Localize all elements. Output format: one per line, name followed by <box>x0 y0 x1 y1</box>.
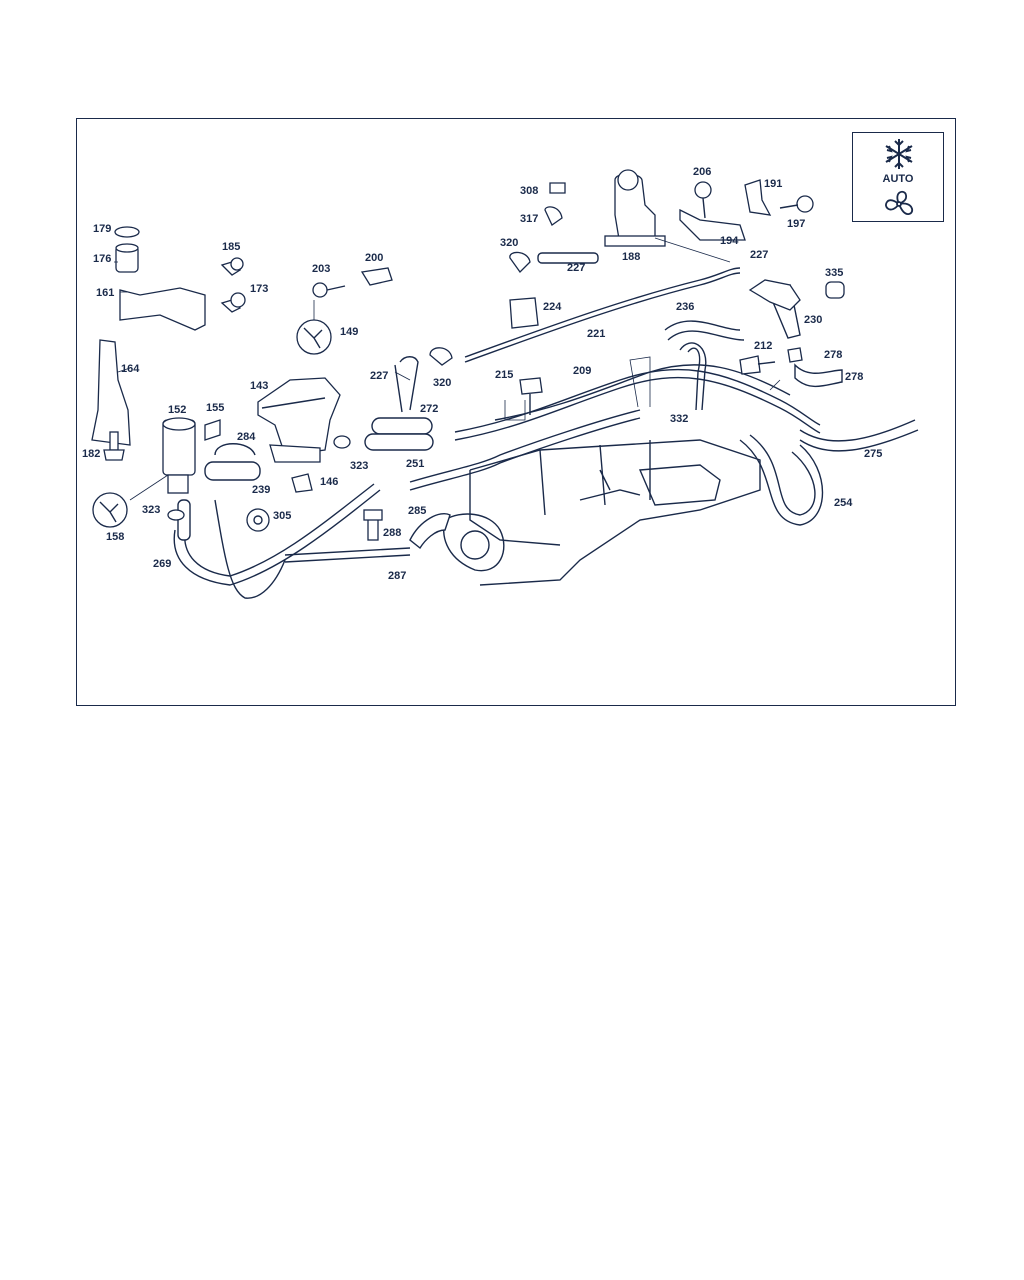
label-278-bottom: 278 <box>845 371 863 383</box>
label-236: 236 <box>676 301 694 313</box>
label-146: 146 <box>320 476 338 488</box>
label-179: 179 <box>93 223 111 235</box>
label-215: 215 <box>495 369 513 381</box>
label-287: 287 <box>388 570 406 582</box>
hose-221 <box>464 267 741 358</box>
label-323-right: 323 <box>350 460 368 472</box>
label-284: 284 <box>237 431 256 443</box>
label-278-top: 278 <box>824 349 842 361</box>
label-197: 197 <box>787 218 805 230</box>
label-158: 158 <box>106 531 124 543</box>
engine-block <box>443 439 761 586</box>
label-209: 209 <box>573 365 591 377</box>
label-191: 191 <box>764 178 782 190</box>
label-221: 221 <box>587 328 605 340</box>
label-173: 173 <box>250 283 268 295</box>
label-161: 161 <box>96 287 114 299</box>
label-317: 317 <box>520 213 538 225</box>
label-164: 164 <box>121 363 140 375</box>
auto-label: AUTO <box>882 173 914 185</box>
label-323-left: 323 <box>142 504 160 516</box>
label-320-top: 320 <box>500 237 518 249</box>
diagram-frame <box>76 118 956 706</box>
label-227-top: 227 <box>567 262 585 274</box>
label-288: 288 <box>383 527 401 539</box>
label-182: 182 <box>82 448 100 460</box>
auto-climate-badge: AUTO <box>852 132 944 222</box>
label-194: 194 <box>720 235 739 247</box>
label-275: 275 <box>864 448 882 460</box>
label-152: 152 <box>168 404 186 416</box>
label-227-left: 227 <box>370 370 388 382</box>
label-203: 203 <box>312 263 330 275</box>
parts <box>91 169 845 541</box>
label-251: 251 <box>406 458 424 470</box>
label-185: 185 <box>222 241 240 253</box>
label-285: 285 <box>408 505 426 517</box>
label-332: 332 <box>670 413 688 425</box>
label-227-right: 227 <box>750 249 768 261</box>
label-305: 305 <box>273 510 291 522</box>
label-269: 269 <box>153 558 171 570</box>
snowflake-icon <box>885 139 913 169</box>
label-272: 272 <box>420 403 438 415</box>
label-155: 155 <box>206 402 224 414</box>
label-176: 176 <box>93 253 111 265</box>
label-212: 212 <box>754 340 772 352</box>
label-230: 230 <box>804 314 822 326</box>
label-239: 239 <box>252 484 270 496</box>
part-labels: 179 176 161 185 173 203 200 149 164 143 … <box>82 166 882 582</box>
label-320-mid: 320 <box>433 377 451 389</box>
label-224: 224 <box>543 301 562 313</box>
label-308: 308 <box>520 185 538 197</box>
fan-icon <box>885 190 914 215</box>
label-149: 149 <box>340 326 358 338</box>
label-143: 143 <box>250 380 268 392</box>
label-335: 335 <box>825 267 843 279</box>
label-200: 200 <box>365 252 383 264</box>
leader-lines <box>114 237 781 501</box>
label-188: 188 <box>622 251 640 263</box>
label-254: 254 <box>834 497 853 509</box>
hose-lines <box>173 252 919 599</box>
label-206: 206 <box>693 166 711 178</box>
